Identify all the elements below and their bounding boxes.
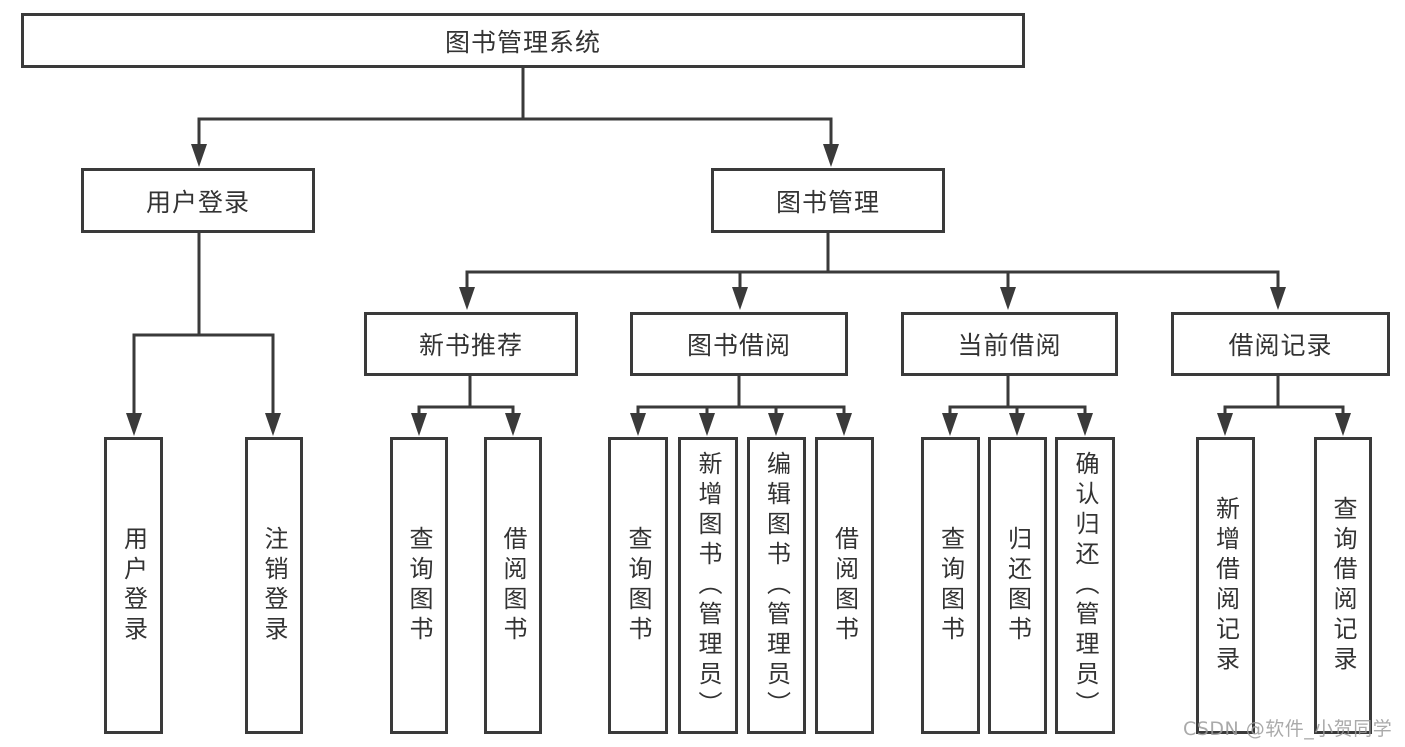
node-book-management: 图书管理 <box>711 168 945 233</box>
leaf-borrow-books-borrowing: 借阅图书 <box>815 437 874 734</box>
leaf-add-borrowing-record: 新增借阅记录 <box>1196 437 1255 734</box>
leaf-query-books-current: 查询图书 <box>921 437 980 734</box>
node-user-login: 用户登录 <box>81 168 315 233</box>
leaf-edit-book-admin: 编辑图书（管理员） <box>747 437 806 734</box>
leaf-borrow-books-recommend: 借阅图书 <box>484 437 542 734</box>
node-new-book-recommendation: 新书推荐 <box>364 312 578 376</box>
node-book-borrowing: 图书借阅 <box>630 312 848 376</box>
leaf-query-borrowing-record: 查询借阅记录 <box>1314 437 1372 734</box>
leaf-user-login: 用户登录 <box>104 437 163 734</box>
leaf-query-books-recommend: 查询图书 <box>390 437 448 734</box>
leaf-add-book-admin: 新增图书（管理员） <box>678 437 738 734</box>
leaf-confirm-return-admin: 确认归还（管理员） <box>1055 437 1115 734</box>
watermark-text: CSDN @软件_小贺同学 <box>1183 718 1393 740</box>
node-borrowing-records: 借阅记录 <box>1171 312 1390 376</box>
leaf-query-books-borrowing: 查询图书 <box>608 437 668 734</box>
node-current-borrowing: 当前借阅 <box>901 312 1118 376</box>
leaf-logout: 注销登录 <box>245 437 303 734</box>
node-library-management-system: 图书管理系统 <box>21 13 1025 68</box>
leaf-return-book: 归还图书 <box>988 437 1047 734</box>
